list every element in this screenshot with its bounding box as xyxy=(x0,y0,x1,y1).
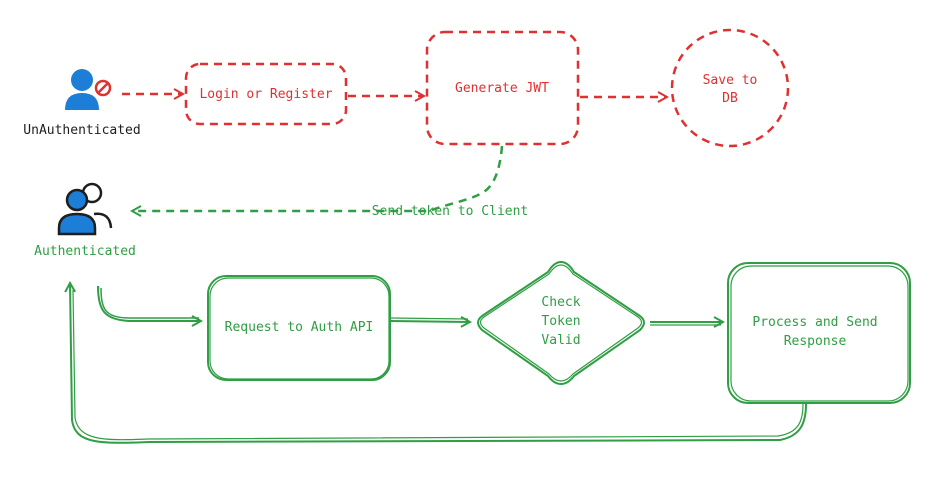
process-response-box-sketch xyxy=(730,265,909,402)
user-blocked-icon xyxy=(65,69,112,110)
save-db-circle xyxy=(670,28,790,148)
process-response-box xyxy=(727,262,911,404)
request-auth-api-box xyxy=(207,275,391,381)
send-token-label: Send token to Client xyxy=(372,204,529,219)
unauthenticated-label: UnAuthenticated xyxy=(23,123,140,138)
arrow-request-to-check xyxy=(390,321,470,322)
request-auth-api-box-sketch xyxy=(209,277,390,380)
save-db-line1: Save to xyxy=(703,73,758,88)
request-auth-api-label: Request to Auth API xyxy=(225,320,374,335)
generate-jwt-label: Generate JWT xyxy=(455,81,549,96)
arrow-process-to-authenticated xyxy=(70,283,807,444)
save-db-line2: DB xyxy=(722,91,738,106)
authenticated-label: Authenticated xyxy=(34,244,136,259)
arrow-request-to-check-sketch xyxy=(390,317,469,320)
generate-jwt-box xyxy=(425,30,580,146)
users-icon xyxy=(57,182,113,236)
check-token-line2: Token xyxy=(541,314,580,329)
process-response-line2: Response xyxy=(784,334,847,349)
arrow-auth-to-request xyxy=(97,285,201,321)
process-response-line1: Process and Send xyxy=(752,315,877,330)
arrow-token-to-client xyxy=(132,145,504,211)
check-token-diamond-sketch xyxy=(479,264,643,382)
check-token-diamond xyxy=(477,260,645,386)
check-token-line3: Valid xyxy=(541,333,580,348)
arrow-auth-to-request-sketch xyxy=(100,287,199,319)
login-register-label: Login or Register xyxy=(199,87,332,102)
check-token-line1: Check xyxy=(541,295,580,310)
login-register-box xyxy=(184,62,348,126)
arrow-process-to-authenticated-sketch xyxy=(72,289,804,441)
